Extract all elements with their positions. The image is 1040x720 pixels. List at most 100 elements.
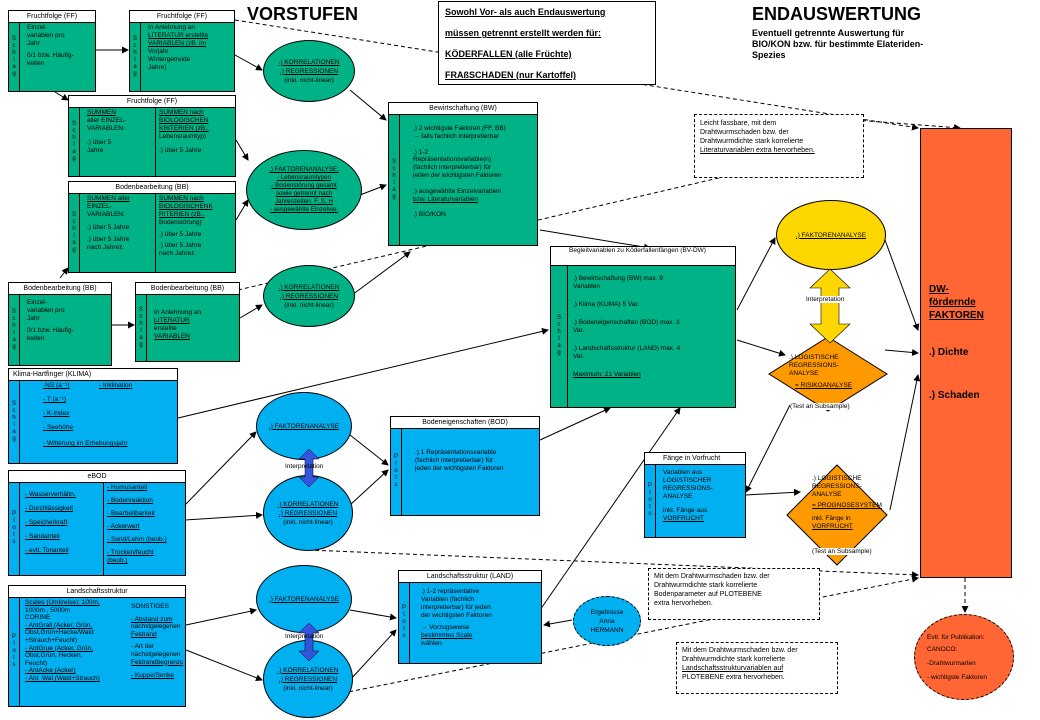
box-content: .) 2 wichtigste Faktoren (FF, BB)→ falls… [413,125,506,219]
arrow-korr4-landbox [349,629,397,681]
box-title: Begleitvariablen zu Köderfallenfängen (B… [551,247,735,266]
label-interpretation-end: Interpretation [806,296,845,303]
dw-title-line: fördernde [929,297,976,308]
arrow-land-fa3 [185,607,257,626]
box-content-col1: -NS (a⁻¹)- T (a⁻¹)- K-Index- Seehöhe [43,382,73,431]
arrow-ff3-fa1 [235,139,249,161]
ellipse-publikation: Evtl. für Publikation: CANOCO: -Drahtwur… [914,614,1014,700]
end-subtitle-line: Spezies [752,50,786,60]
ellipse-korrelationen-bb: .) KORRELATIONEN.) REGRESSIONEN(inkl. ni… [263,265,355,327]
box-begleitvariablen: Begleitvariablen zu Köderfallenfängen (B… [550,246,736,408]
ellipse-faktorenanalyse-end: .) FAKTORENANALYSE [776,200,886,270]
box-title: Bodenbearbeitung (BB) [69,182,235,194]
box-content-col2: - Inklination [99,382,133,389]
top-info-line: FRAßSCHADEN (nur Kartoffel) [445,70,576,80]
box-content-col2: - Humusanteil- Bodenreaktion- Bearbeitba… [107,484,167,564]
label-interpretation: Interpretation [285,633,324,640]
label-interpretation: Interpretation [285,463,324,470]
arrow-ebod-korr3 [184,511,263,521]
diamond-risikoanalyse [768,336,888,412]
end-subtitle: Eventuell getrennte Auswertung für BIO/K… [752,28,923,61]
arrow-ebod-fa2 [184,431,257,506]
arrow-ff1-ff3 [54,91,69,101]
box-title: Bodenbearbeitung (BB) [9,283,111,295]
diamond-risikoanalyse-sub: (Test an Subsample) [790,403,850,410]
ellipse-korrelationen-bod: .) KORRELATIONEN.) REGRESSIONEN(inkl. ni… [263,475,353,551]
dashed-note1-dw [854,119,961,132]
double-arrow-yellow [809,268,851,344]
box-title: Fänge in Vorfrucht [645,453,745,465]
arrow-bb3-fa1 [235,199,249,221]
arrow-land-korr4 [185,649,263,682]
double-arrow-land [298,622,320,662]
box-content: .) 1 Repräsentationsvariable(fachlich in… [415,449,504,472]
dw-dichte: .) Dichte [929,347,969,358]
box-title: Bodenbearbeitung (BB) [136,283,239,295]
dw-title-line: FAKTOREN [929,310,984,321]
klima-witterung: - Witterung im Erhebungsjahr [43,440,128,447]
top-info-line: müssen getrennt erstellt werden für: [445,28,602,38]
arrow-fa1-bw [359,183,387,196]
box-title: Bewirtschaftung (BW) [389,103,537,115]
end-subtitle-line: BIO/KON bzw. für bestimmte Elateriden- [752,39,924,49]
ellipse-faktorenanalyse-green: .) FAKTORENANALYSE:- Lebensraumtypen- Bo… [246,150,362,230]
box-dw-foerdernde-faktoren: DW- fördernde FAKTOREN .) Dichte .) Scha… [920,128,1012,578]
title-endauswertung: ENDAUSWERTUNG [752,4,921,24]
box-title: Landschaftsstruktur (LAND) [399,571,541,583]
arrow-ff2-korr1 [234,54,263,71]
box-title: Fruchtfolge (FF) [9,11,95,23]
arrow-korr2-bw [351,251,411,296]
box-title: Landschaftsstruktur [9,586,185,598]
box-title: Fruchtfolge (FF) [69,96,235,108]
box-title: Bodeneigenschaften (BOD) [391,417,539,429]
arrow-diamond1-dw [884,348,919,356]
arrow-korr1-bw [349,89,387,121]
box-content-col1: - Wasserverhältn.- Durchlässigkeit- Spei… [25,491,76,554]
top-info-box: Sowohl Vor- als auch Endauswertung müsse… [438,1,656,85]
box-title: eBOD [9,471,185,483]
arrow-diamond1-faenge [745,404,791,493]
box-title: Fruchtfolge (FF) [130,11,234,23]
arrow-begleit-fa4 [736,237,776,311]
double-arrow-bod [298,448,320,488]
